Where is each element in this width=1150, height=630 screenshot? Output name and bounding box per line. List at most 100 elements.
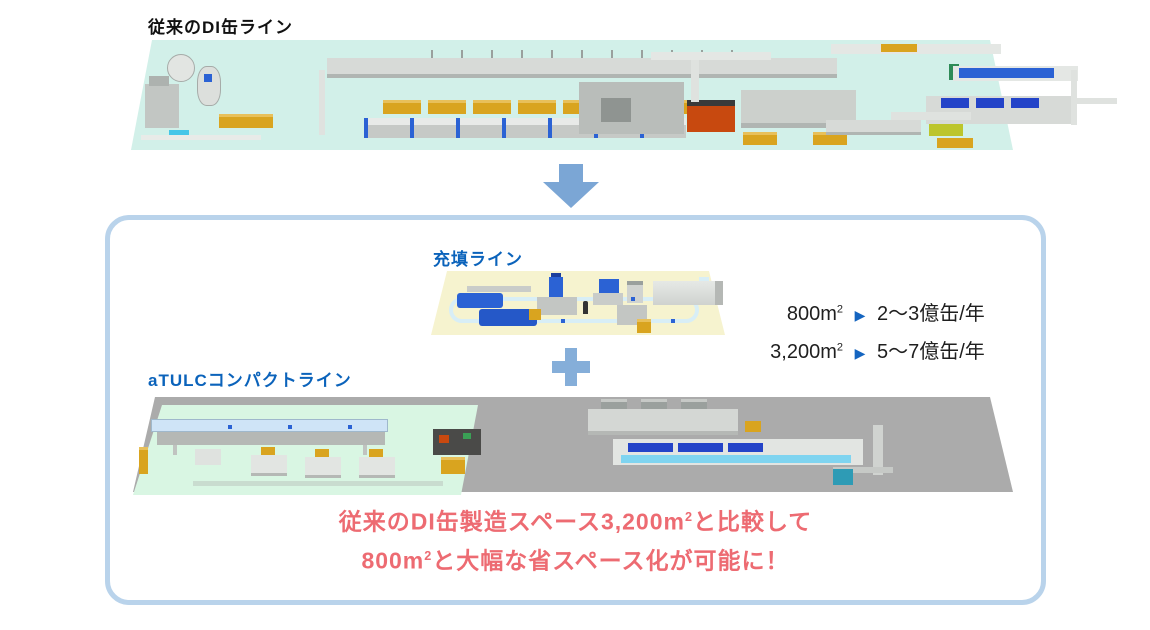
machine-block <box>678 443 723 452</box>
machine-block <box>467 286 531 292</box>
machine-block <box>145 84 179 128</box>
highlight-line2: 800m2と大幅な省スペース化が可能に！ <box>361 547 790 574</box>
machine-block <box>627 281 643 303</box>
machine-block <box>473 100 511 114</box>
machine-block <box>833 469 853 485</box>
machine-block <box>363 445 367 455</box>
machine-block <box>441 457 465 474</box>
machine-block <box>315 449 329 458</box>
machine-block <box>588 409 738 435</box>
machine-block <box>881 44 917 52</box>
machine-block <box>364 118 410 138</box>
filling-line-illustration <box>431 271 725 335</box>
machine-block <box>167 54 195 82</box>
space-saving-highlight: 従来のDI缶製造スペース3,200m2と比較して 800m2と大幅な省スペース化… <box>105 500 1046 577</box>
machine-block <box>593 293 623 305</box>
filling-line-title: 充填ライン <box>433 250 523 269</box>
stat-area: 3,200m2 <box>770 341 843 363</box>
machine-block <box>491 295 495 299</box>
machine-block <box>671 319 675 323</box>
machine-block <box>537 297 577 315</box>
machine-block <box>149 76 169 86</box>
machine-block <box>873 425 883 475</box>
machine-block <box>631 297 635 301</box>
machine-block <box>826 120 921 135</box>
machine-block <box>728 443 763 452</box>
machine-block <box>359 457 395 478</box>
person-figure <box>583 301 588 314</box>
machine-block <box>745 421 761 432</box>
machine-block <box>251 455 287 476</box>
machine-block <box>937 138 973 148</box>
machine-block <box>601 98 631 122</box>
atulc-line-title: aTULCコンパクトライン <box>148 371 352 390</box>
machine-block <box>687 100 735 132</box>
machine-block <box>141 135 261 140</box>
stat-arrow-icon: ▶ <box>854 345 866 361</box>
machine-block <box>579 82 684 134</box>
machine-block <box>327 58 837 78</box>
machine-block <box>653 281 723 305</box>
machine-block <box>157 432 385 445</box>
machine-block <box>929 124 963 136</box>
machine-block <box>621 455 851 463</box>
machine-block <box>463 433 471 439</box>
machine-block <box>428 100 466 114</box>
machine-block <box>743 132 777 145</box>
stat-arrow-icon: ▶ <box>854 307 866 323</box>
machine-block <box>518 100 556 114</box>
conventional-line-title: 従来のDI缶ライン <box>148 18 293 37</box>
machine-block <box>139 447 148 474</box>
down-arrow-stem <box>559 164 583 182</box>
machine-block <box>651 52 771 60</box>
machine-block <box>219 114 273 128</box>
stat-row: 800m2 ▶ 2〜3億缶/年 <box>735 297 1015 335</box>
machine-block <box>369 449 383 458</box>
stat-result: 5〜7億缶/年 <box>877 341 985 363</box>
machine-block <box>197 66 221 106</box>
machine-block <box>549 277 563 303</box>
machine-block <box>173 445 177 455</box>
machine-block <box>551 273 561 280</box>
machine-block <box>151 419 388 432</box>
stat-row: 3,200m2 ▶ 5〜7億缶/年 <box>735 335 1015 373</box>
machine-block <box>169 130 189 138</box>
machine-block <box>288 425 292 429</box>
machine-block <box>1011 98 1039 108</box>
machine-block <box>195 449 221 465</box>
machine-block <box>976 98 1004 108</box>
machine-block <box>637 319 651 333</box>
machine-block <box>348 425 352 429</box>
machine-block <box>1077 98 1117 104</box>
machine-block <box>319 70 325 135</box>
stat-result: 2〜3億缶/年 <box>877 303 985 325</box>
machine-block <box>561 319 565 323</box>
machine-block <box>502 118 548 138</box>
machine-block <box>439 435 449 443</box>
machine-block <box>383 100 421 114</box>
down-arrow-head <box>543 182 599 208</box>
machine-block <box>431 50 761 58</box>
machine-block <box>959 68 1054 78</box>
machine-block <box>305 457 341 478</box>
machine-block <box>410 118 456 138</box>
machine-block <box>628 443 673 452</box>
machine-block <box>479 309 537 326</box>
machine-block <box>228 425 232 429</box>
machine-block <box>529 309 541 320</box>
machine-block <box>691 60 699 102</box>
highlight-line1: 従来のDI缶製造スペース3,200m2と比較して <box>338 508 813 535</box>
plus-icon <box>552 348 590 386</box>
conventional-line-illustration <box>131 40 1117 150</box>
machine-block <box>193 481 443 486</box>
atulc-line-illustration <box>133 395 1013 495</box>
machine-block <box>204 74 212 82</box>
plus-vertical <box>565 348 577 386</box>
machine-block <box>261 447 275 456</box>
machine-block <box>456 118 502 138</box>
machine-block <box>1071 70 1077 125</box>
machine-block <box>457 293 503 308</box>
capacity-stats: 800m2 ▶ 2〜3億缶/年 3,200m2 ▶ 5〜7億缶/年 <box>735 297 1015 373</box>
machine-block <box>599 279 619 295</box>
